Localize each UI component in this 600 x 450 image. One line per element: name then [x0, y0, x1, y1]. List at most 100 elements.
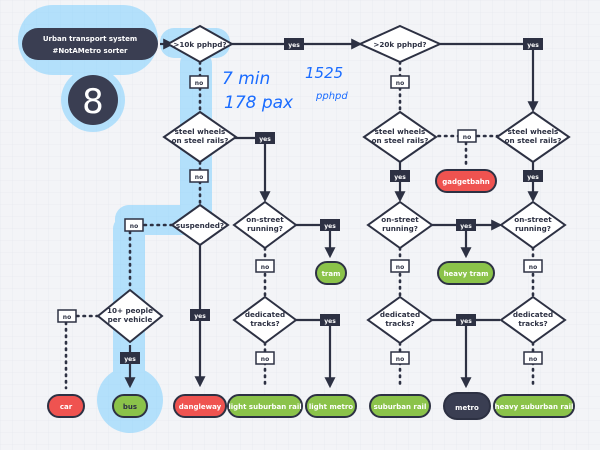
svg-text:running?: running? — [247, 224, 283, 233]
tag-no: no — [57, 309, 77, 323]
svg-text:yes: yes — [194, 313, 206, 320]
decision-dedicated-b: dedicated tracks? — [366, 295, 434, 345]
tag-yes: yes — [320, 314, 340, 326]
title-pill: Urban transport system #NotAMetro sorter — [22, 28, 158, 60]
decision-suspended: suspended? — [170, 203, 230, 247]
svg-text:no: no — [130, 223, 138, 230]
tag-yes: yes — [523, 38, 543, 50]
svg-text:yes: yes — [527, 42, 539, 49]
svg-text:on-street: on-street — [381, 215, 419, 224]
tag-no: no — [390, 75, 410, 89]
decision-gt20k: >20k pphpd? — [357, 24, 443, 64]
outcome-light-suburban-rail: light suburban rail — [227, 394, 303, 418]
outcome-heavy-suburban-rail: heavy suburban rail — [493, 394, 575, 418]
svg-text:no: no — [396, 80, 404, 87]
svg-text:suspended?: suspended? — [176, 221, 224, 230]
svg-text:on-street: on-street — [514, 215, 552, 224]
outcome-metro: metro — [443, 392, 491, 420]
decision-dedicated-a: dedicated tracks? — [232, 295, 298, 345]
tag-no: no — [124, 218, 144, 232]
svg-text:no: no — [463, 134, 471, 141]
svg-text:heavy tram: heavy tram — [444, 270, 489, 278]
gt10k-label: >10k pphpd? — [173, 40, 226, 49]
decision-steel-right: steel wheels on steel rails? — [495, 110, 571, 164]
svg-text:no: no — [396, 264, 404, 271]
svg-text:no: no — [195, 174, 203, 181]
outcome-heavy-tram: heavy tram — [437, 261, 495, 285]
svg-text:yes: yes — [394, 174, 406, 181]
svg-text:heavy suburban rail: heavy suburban rail — [495, 403, 574, 411]
svg-text:no: no — [529, 264, 537, 271]
tag-no: no — [189, 75, 209, 89]
tag-yes: yes — [190, 309, 210, 321]
svg-text:10+ people: 10+ people — [107, 306, 153, 315]
svg-text:on steel rails?: on steel rails? — [505, 136, 562, 145]
decision-onstreet-c: on-street running? — [499, 200, 567, 250]
svg-text:yes: yes — [259, 136, 271, 143]
svg-text:running?: running? — [515, 224, 551, 233]
svg-text:per vehicle: per vehicle — [108, 315, 153, 324]
step-badge: 8 — [68, 75, 118, 125]
svg-text:no: no — [529, 356, 537, 363]
decision-steel-mid: steel wheels on steel rails? — [362, 110, 438, 164]
tag-no: no — [390, 259, 410, 273]
svg-text:yes: yes — [124, 356, 136, 363]
svg-text:on steel rails?: on steel rails? — [172, 136, 229, 145]
decision-people: 10+ people per vehicle — [96, 288, 164, 344]
tag-no: no — [523, 351, 543, 365]
tag-yes: yes — [255, 132, 275, 144]
svg-text:dangleway: dangleway — [179, 403, 222, 411]
svg-text:tracks?: tracks? — [250, 319, 279, 328]
svg-text:no: no — [63, 314, 71, 321]
svg-text:yes: yes — [324, 223, 336, 230]
svg-text:steel wheels: steel wheels — [375, 127, 426, 136]
decision-dedicated-c: dedicated tracks? — [499, 295, 567, 345]
svg-text:yes: yes — [460, 223, 472, 230]
annotation-line1: 7 min — [222, 69, 270, 89]
decision-onstreet-a: on-street running? — [232, 200, 298, 250]
svg-text:tram: tram — [322, 270, 341, 278]
outcome-tram: tram — [315, 261, 347, 285]
tag-yes: yes — [120, 352, 140, 364]
svg-text:no: no — [261, 356, 269, 363]
svg-text:tracks?: tracks? — [385, 319, 414, 328]
svg-text:gadgetbahn: gadgetbahn — [442, 178, 490, 186]
svg-text:running?: running? — [382, 224, 418, 233]
annotation-line3: 1525 — [305, 64, 343, 82]
svg-text:yes: yes — [288, 42, 300, 49]
svg-text:steel wheels: steel wheels — [508, 127, 559, 136]
annotation-line4: pphpd — [315, 91, 348, 102]
svg-text:yes: yes — [460, 318, 472, 325]
svg-text:on steel rails?: on steel rails? — [372, 136, 429, 145]
tag-no: no — [189, 169, 209, 183]
title-line1: Urban transport system — [43, 35, 137, 43]
answer-tags: yes yes no no yes no no yes yes no yes y… — [57, 38, 543, 365]
outcome-dangleway: dangleway — [173, 394, 227, 418]
svg-text:dedicated: dedicated — [245, 310, 285, 319]
tag-yes: yes — [284, 38, 304, 50]
svg-text:tracks?: tracks? — [518, 319, 547, 328]
svg-text:no: no — [396, 356, 404, 363]
tag-yes: yes — [320, 219, 340, 231]
tag-no: no — [523, 259, 543, 273]
gt20k-label: >20k pphpd? — [373, 40, 426, 49]
svg-text:no: no — [261, 264, 269, 271]
tag-yes: yes — [523, 170, 543, 182]
tag-no: no — [457, 129, 477, 143]
svg-text:bus: bus — [123, 403, 137, 411]
svg-text:suburban rail: suburban rail — [374, 403, 427, 411]
svg-text:car: car — [60, 403, 73, 411]
decision-gt10k: >10k pphpd? — [165, 24, 235, 64]
outcome-light-metro: light metro — [305, 394, 357, 418]
svg-text:yes: yes — [527, 174, 539, 181]
handwritten-annotation: 7 min 178 pax 1525 pphpd — [222, 64, 348, 113]
tag-no: no — [255, 351, 275, 365]
svg-text:on-street: on-street — [246, 215, 284, 224]
tag-no: no — [390, 351, 410, 365]
step-number: 8 — [82, 82, 104, 122]
tag-yes: yes — [456, 314, 476, 326]
outcome-bus: bus — [112, 394, 148, 418]
svg-text:light suburban rail: light suburban rail — [228, 403, 301, 411]
tag-yes: yes — [456, 219, 476, 231]
